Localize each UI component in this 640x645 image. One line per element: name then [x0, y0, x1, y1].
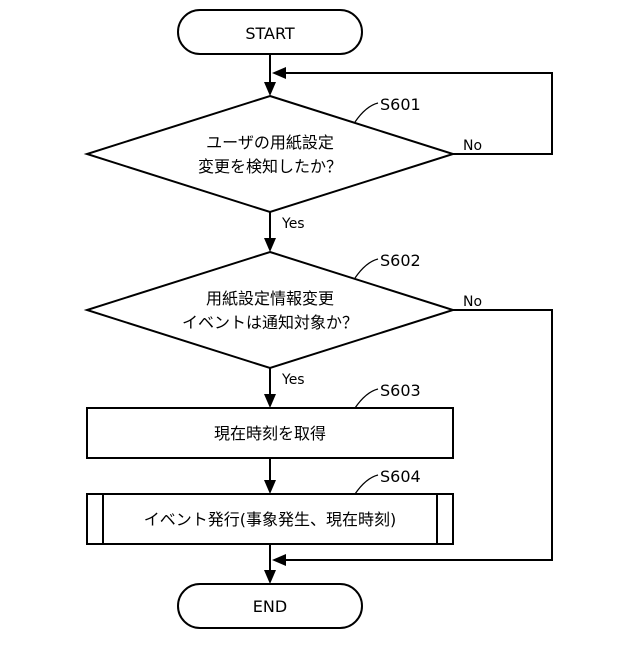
decision-s601-text-line2: 変更を検知したか？	[198, 157, 342, 176]
step-label-leader	[355, 389, 378, 408]
process-s604-text: イベント発行(事象発生、現在時刻)	[144, 510, 397, 529]
arrowhead	[272, 67, 286, 79]
step-label-s601: S601	[380, 95, 421, 114]
step-label-s603: S603	[380, 381, 421, 400]
arrowhead	[264, 480, 276, 494]
step-label-leader	[355, 475, 378, 494]
arrowhead	[264, 394, 276, 408]
process-s603-text: 現在時刻を取得	[214, 424, 326, 443]
decision-s601-yes-label: Yes	[281, 216, 305, 232]
arrowhead	[264, 82, 276, 96]
decision-s602-text-line1: 用紙設定情報変更	[206, 289, 334, 308]
step-label-leader	[355, 259, 378, 278]
decision-s601: ユーザの用紙設定 変更を検知したか？ S601 No	[87, 95, 482, 212]
step-label-s602: S602	[380, 251, 421, 270]
start-terminal: START	[178, 10, 362, 54]
decision-s602-yes-label: Yes	[281, 372, 305, 388]
end-label: END	[253, 597, 287, 616]
arrowhead	[264, 238, 276, 252]
arrowhead	[264, 570, 276, 584]
decision-s602: 用紙設定情報変更 イベントは通知対象か？ S602 No	[87, 251, 482, 368]
connector-s603-to-s604	[264, 458, 276, 494]
decision-s601-text-line1: ユーザの用紙設定	[206, 133, 334, 152]
decision-s602-no-label: No	[463, 294, 482, 310]
connector-s602-to-s603: Yes	[264, 368, 305, 408]
step-label-leader	[355, 103, 378, 122]
connector-start-to-s601	[264, 54, 276, 96]
connector-s601-to-s602: Yes	[264, 212, 305, 252]
decision-s602-text-line2: イベントは通知対象か？	[182, 313, 358, 332]
end-terminal: END	[178, 584, 362, 628]
decision-s601-no-label: No	[463, 138, 482, 154]
start-label: START	[245, 24, 295, 43]
connector-s604-to-end	[264, 544, 276, 584]
step-label-s604: S604	[380, 467, 421, 486]
arrowhead	[272, 554, 286, 566]
